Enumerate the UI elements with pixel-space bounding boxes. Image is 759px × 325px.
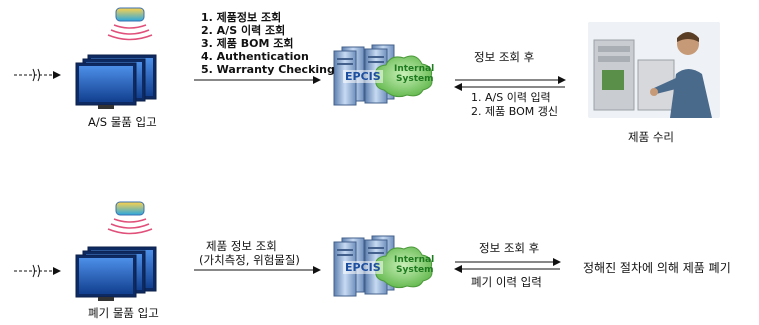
epcis-label: EPCIS bbox=[343, 261, 383, 274]
source-label: 폐기 물품 입고 bbox=[88, 306, 159, 320]
internal-system-label: System bbox=[396, 74, 434, 84]
source-label: A/S 물품 입고 bbox=[88, 115, 157, 129]
query-item: (가치측정, 위험물질) bbox=[199, 253, 300, 267]
bidirectional-arrows bbox=[454, 76, 566, 91]
internal-system-label: System bbox=[396, 265, 434, 275]
rfid-tag-icon bbox=[107, 201, 153, 235]
internal-system-label: Internal bbox=[394, 64, 435, 74]
query-item: 3. 제품 BOM 조회 bbox=[201, 37, 294, 50]
monitor-stack-icon bbox=[75, 54, 157, 109]
destination-label: 제품 수리 bbox=[628, 130, 674, 144]
right-bottom-item: 2. 제품 BOM 갱신 bbox=[471, 105, 558, 118]
query-item: 4. Authentication bbox=[201, 50, 309, 63]
right-top-label: 정보 조회 후 bbox=[474, 50, 535, 64]
query-item: 5. Warranty Checking bbox=[201, 63, 335, 76]
incoming-arrow bbox=[14, 68, 61, 82]
right-bottom-item: 1. A/S 이력 입력 bbox=[471, 91, 551, 104]
epcis-label: EPCIS bbox=[343, 70, 383, 83]
query-item: 2. A/S 이력 조회 bbox=[201, 24, 286, 37]
destination-label: 정해진 절차에 의해 제품 폐기 bbox=[583, 261, 731, 275]
monitor-stack-icon bbox=[75, 246, 157, 301]
incoming-arrow bbox=[14, 264, 61, 278]
right-bottom-item: 폐기 이력 입력 bbox=[471, 275, 542, 289]
query-item: 제품 정보 조회 bbox=[206, 239, 277, 253]
technician-photo bbox=[588, 22, 720, 118]
right-top-label: 정보 조회 후 bbox=[479, 241, 540, 255]
query-item: 1. 제품정보 조회 bbox=[201, 11, 282, 24]
internal-system-label: Internal bbox=[394, 255, 435, 265]
bidirectional-arrows bbox=[454, 258, 561, 273]
rfid-tag-icon bbox=[107, 7, 153, 41]
